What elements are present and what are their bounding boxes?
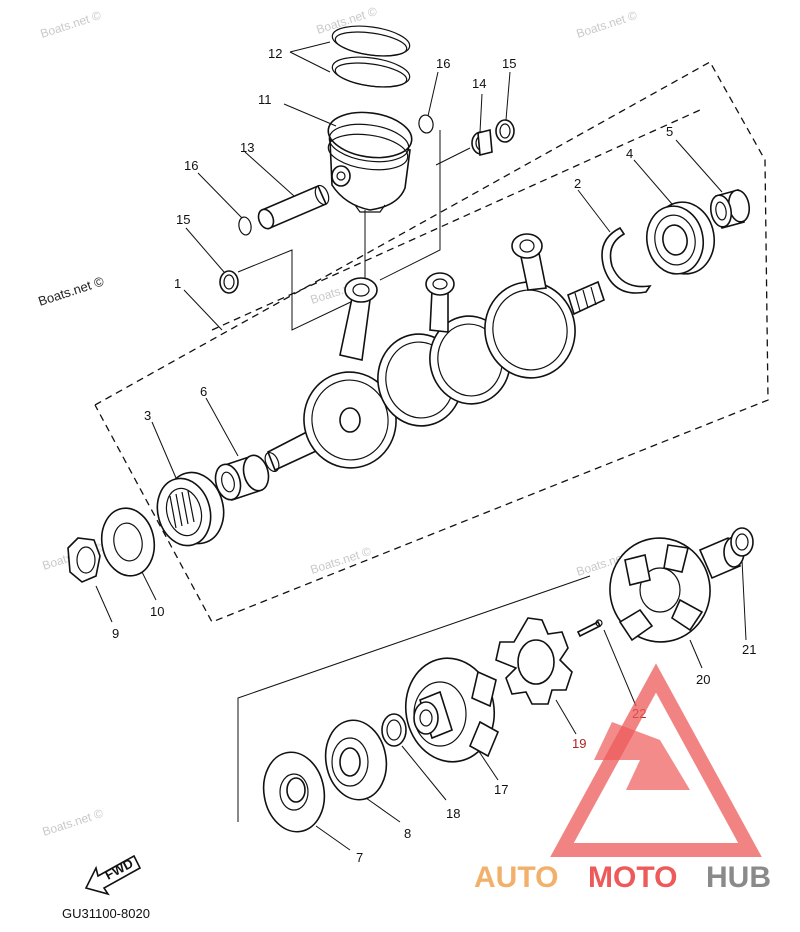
brand-triangle-inner <box>594 722 690 790</box>
watermark: Boats.net © <box>41 806 105 839</box>
callout-15-top: 15 <box>502 56 516 71</box>
watermark: Boats.net © <box>315 4 379 37</box>
piston-pin <box>257 184 330 230</box>
front-plate-collar <box>262 751 326 833</box>
callout-9: 9 <box>112 626 119 641</box>
crankshaft <box>264 233 605 473</box>
callout-15-left: 15 <box>176 212 190 227</box>
rear-collar <box>709 188 751 230</box>
watermark-dark: Boats.net © <box>36 273 106 308</box>
fwd-arrow: FWD <box>84 854 142 896</box>
callouts: 12 11 16 14 15 13 16 15 1 2 4 5 6 3 10 9… <box>112 46 756 865</box>
assembly-boundary-inner <box>211 109 701 331</box>
callout-5: 5 <box>666 124 673 139</box>
brand-logo: AUTO MOTO HUB <box>474 663 771 894</box>
assembly-boundary <box>94 61 769 623</box>
piston-rings <box>331 25 411 88</box>
brand-part-moto: MOTO <box>588 861 677 894</box>
collar-ring <box>381 713 407 747</box>
watermark: Boats.net © <box>39 8 103 41</box>
leader-lines <box>95 41 747 851</box>
callout-20: 20 <box>696 672 710 687</box>
callout-21: 21 <box>742 642 756 657</box>
rear-bearing <box>646 201 715 275</box>
callout-13: 13 <box>240 140 254 155</box>
coupling-front <box>404 657 500 763</box>
callout-8: 8 <box>404 826 411 841</box>
callout-1: 1 <box>174 276 181 291</box>
callout-14: 14 <box>472 76 486 91</box>
coupling-collar <box>324 719 388 801</box>
rubber-damper <box>495 617 573 705</box>
front-bearing <box>156 471 225 547</box>
callout-12: 12 <box>268 46 282 61</box>
callout-16-top: 16 <box>436 56 450 71</box>
assembly-guide-line <box>435 147 471 166</box>
front-collar <box>214 454 270 502</box>
small-end-washers <box>219 119 515 294</box>
coupling-rear <box>609 536 745 643</box>
circlips <box>238 114 434 236</box>
watermark: Boats.net © <box>309 544 373 577</box>
callout-19: 19 <box>572 736 586 751</box>
assembly-guide-line <box>379 130 441 281</box>
brand-part-hub: HUB <box>706 861 771 894</box>
callout-6: 6 <box>200 384 207 399</box>
coupling-ring <box>730 527 754 557</box>
callout-11: 11 <box>258 92 272 107</box>
crank-circlip <box>601 226 652 294</box>
callout-10: 10 <box>150 604 164 619</box>
callout-3: 3 <box>144 408 151 423</box>
callout-16-left: 16 <box>184 158 198 173</box>
drawing-code: GU31100-8020 <box>62 906 150 921</box>
lower-assembly-line <box>237 575 591 822</box>
oil-seal <box>100 507 156 577</box>
brand-part-auto: AUTO <box>474 861 558 894</box>
callout-17: 17 <box>494 782 508 797</box>
callout-4: 4 <box>626 146 633 161</box>
piston <box>327 111 413 213</box>
brand-triangle-outer <box>550 663 762 857</box>
assembly-guide-line <box>237 249 356 331</box>
callout-2: 2 <box>574 176 581 191</box>
callout-18: 18 <box>446 806 460 821</box>
crank-nut <box>67 537 101 583</box>
callout-7: 7 <box>356 850 363 865</box>
watermark: Boats.net © <box>575 8 639 41</box>
